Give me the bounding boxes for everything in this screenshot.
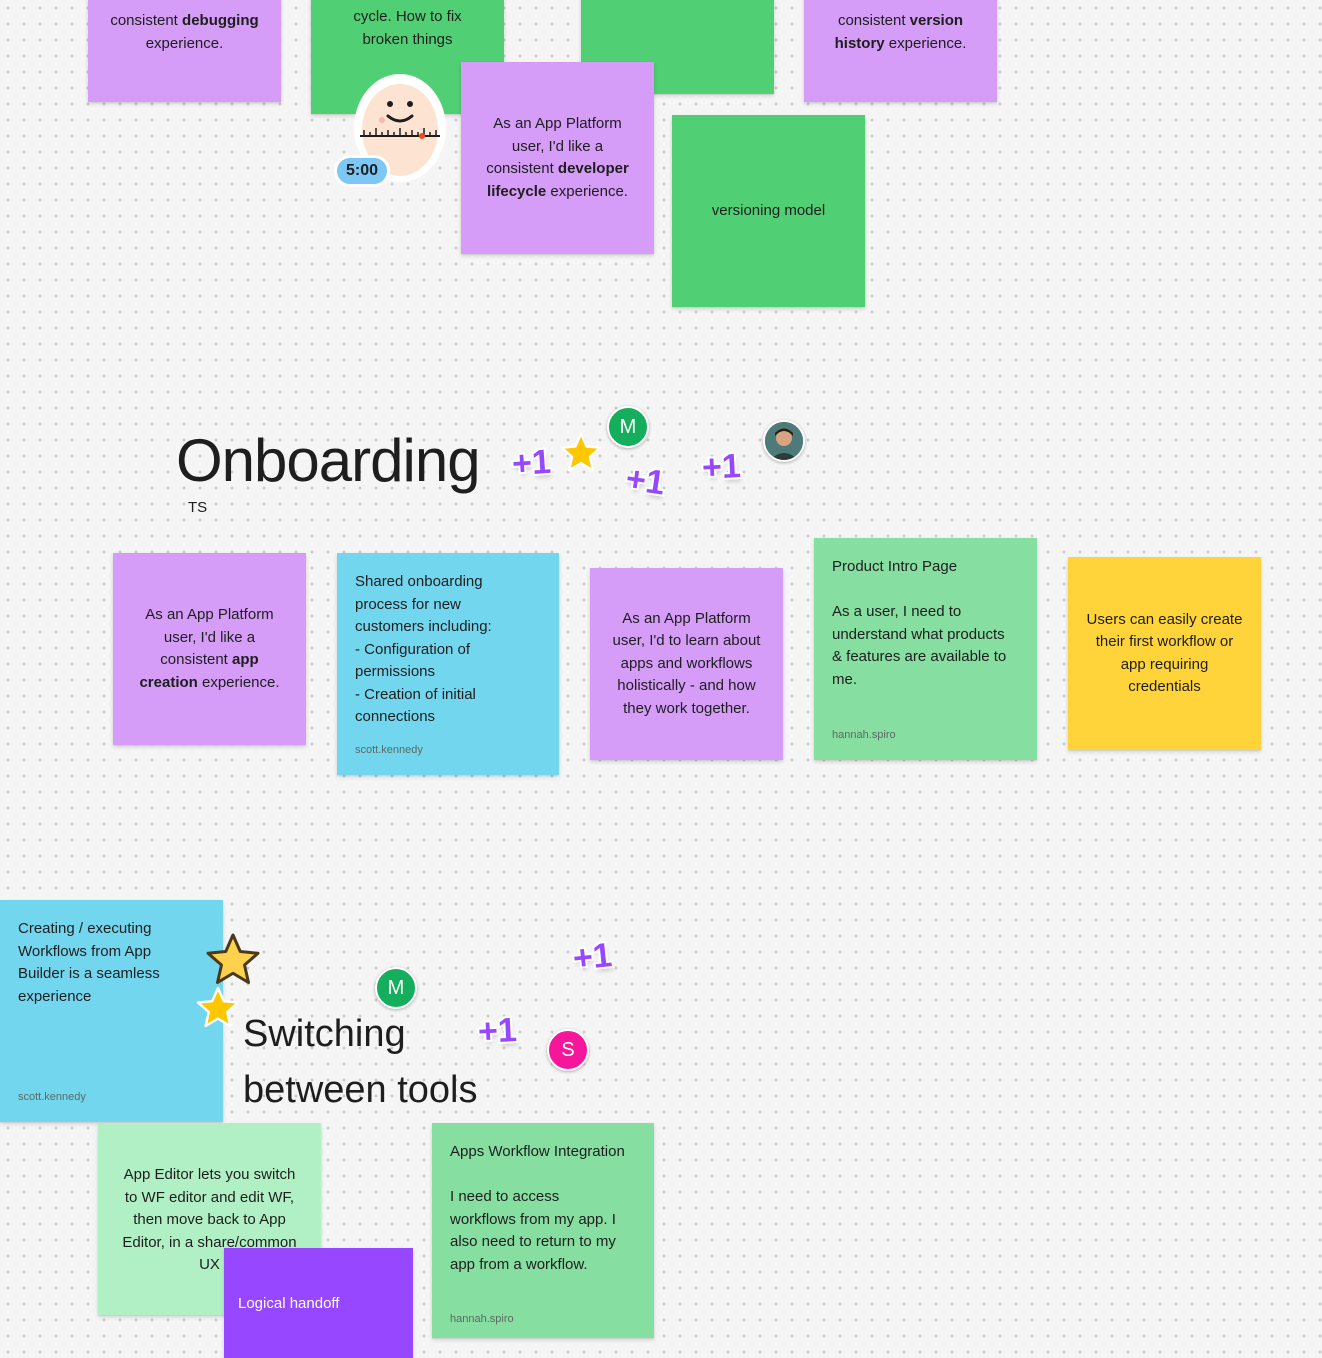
user-avatar-m[interactable]: M — [375, 967, 417, 1009]
section-title-onboarding[interactable]: Onboarding — [176, 427, 481, 494]
plus-one-sticker[interactable]: +1 — [571, 936, 614, 978]
plus-one-sticker[interactable]: +1 — [510, 442, 553, 484]
section-title-line-2: between tools — [243, 1069, 478, 1111]
timer-time-badge: 5:00 — [334, 155, 390, 187]
sticky-note-logical-handoff[interactable]: Logical handoff — [224, 1248, 413, 1358]
sticky-note-product-intro[interactable]: Product Intro Page As a user, I need to … — [814, 538, 1037, 760]
plus-one-sticker[interactable]: +1 — [623, 459, 668, 503]
timer-face-icon — [354, 74, 446, 182]
star-icon[interactable] — [194, 984, 242, 1032]
sticky-note-versioning-model[interactable]: versioning model — [672, 115, 865, 307]
sticky-note-shared-onboarding[interactable]: Shared onboarding process for new custom… — [337, 553, 559, 775]
plus-one-sticker[interactable]: +1 — [477, 1011, 518, 1051]
sticky-note-app-editor[interactable]: App Editor lets you switch to WF editor … — [98, 1123, 321, 1315]
sticky-note-creating-workflows[interactable]: Creating / executing Workflows from App … — [0, 900, 223, 1122]
sticky-note-debugging[interactable]: consistent debugging experience. — [88, 0, 281, 102]
user-photo-icon — [765, 422, 803, 460]
timer-widget[interactable] — [352, 72, 448, 184]
section-title-switching[interactable]: Switching between tools — [243, 1006, 478, 1118]
section-title-line-1: Switching — [243, 1013, 406, 1055]
sticky-note-learn-apps[interactable]: As an App Platform user, I'd to learn ab… — [590, 568, 783, 760]
user-avatar-s[interactable]: S — [547, 1029, 589, 1071]
star-outline-icon[interactable] — [203, 930, 263, 990]
plus-one-sticker[interactable]: +1 — [701, 447, 742, 487]
user-avatar-m[interactable]: M — [607, 406, 649, 448]
sticky-note-version-history[interactable]: consistent version history experience. — [804, 0, 997, 102]
sticky-note-first-workflow[interactable]: Users can easily create their first work… — [1068, 557, 1261, 750]
user-photo-avatar[interactable] — [763, 420, 805, 462]
star-icon[interactable] — [558, 430, 604, 476]
sticky-note-app-creation[interactable]: As an App Platform user, I'd like a cons… — [113, 553, 306, 745]
sticky-note-developer-lifecycle[interactable]: As an App Platform user, I'd like a cons… — [461, 62, 654, 254]
cursor-label: TS — [188, 499, 208, 516]
sticky-note-apps-workflow-integration[interactable]: Apps Workflow Integration I need to acce… — [432, 1123, 654, 1338]
